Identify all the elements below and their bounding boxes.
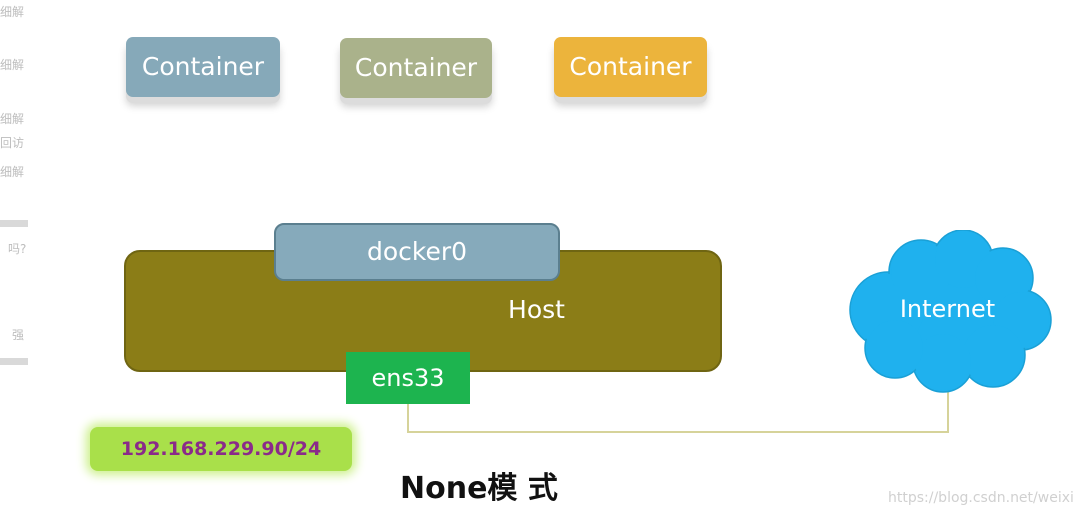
container-box-2: Container bbox=[340, 38, 492, 98]
sidebar-fragment: 回访 bbox=[0, 136, 25, 150]
internet-label: Internet bbox=[899, 295, 996, 323]
sidebar-fragment: 细解 bbox=[0, 5, 25, 19]
network-mode-title: None模 式 bbox=[400, 471, 558, 506]
ip-address-badge: 192.168.229.90/24 bbox=[90, 427, 352, 471]
container-box-3: Container bbox=[554, 37, 707, 97]
watermark: https://blog.csdn.net/weixi bbox=[888, 490, 1073, 506]
sidebar-fragment: 细解 bbox=[0, 58, 25, 72]
sidebar-divider bbox=[0, 220, 28, 227]
sidebar-fragment: 细解 bbox=[0, 112, 25, 126]
cloud-icon bbox=[849, 230, 1052, 393]
sidebar-divider bbox=[0, 358, 28, 365]
ens33-interface: ens33 bbox=[346, 352, 470, 404]
container-box-1: Container bbox=[126, 37, 280, 97]
sidebar-fragment: 细解 bbox=[0, 165, 25, 179]
docker0-bridge: docker0 bbox=[274, 223, 560, 281]
ens33-internet-link bbox=[407, 385, 949, 433]
sidebar-fragment: 强 bbox=[12, 328, 25, 342]
host-label: Host bbox=[508, 295, 565, 324]
sidebar-fragment: 吗? bbox=[8, 242, 27, 256]
